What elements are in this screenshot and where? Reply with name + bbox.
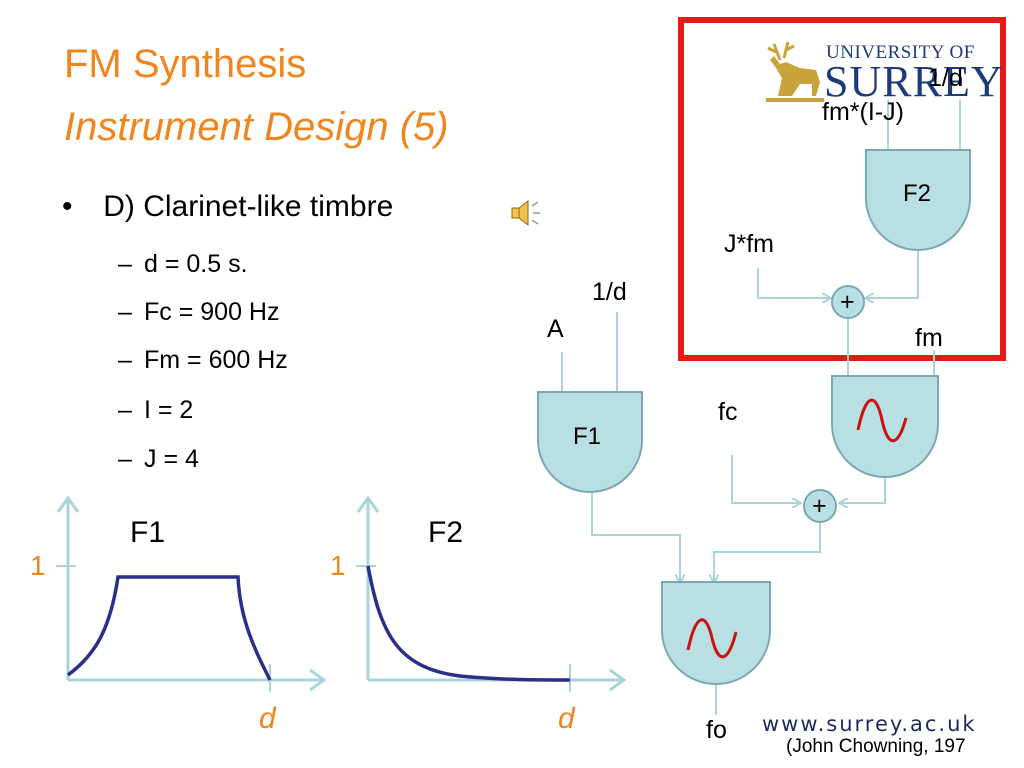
adder-circle	[831, 285, 865, 319]
f2-envelope-block	[865, 149, 971, 251]
f1-envelope-block	[537, 391, 643, 493]
f2-envelope-curve	[366, 565, 571, 682]
j-fm-label: J*fm	[724, 230, 774, 258]
graph-f1-y-tick: 1	[30, 550, 46, 581]
sub-item: –J = 4	[118, 445, 199, 473]
highlight-frame	[678, 17, 1006, 361]
fm-label: fm	[915, 324, 943, 352]
graph-f1	[56, 495, 327, 692]
sine-wave-icon	[686, 618, 738, 659]
a-label: A	[547, 315, 564, 343]
f1-label: F1	[573, 423, 602, 450]
graph-f1-x-label: d	[259, 702, 276, 735]
graph-f2	[356, 495, 627, 692]
f1-envelope-curve	[66, 575, 272, 681]
graph-f2-y-tick: 1	[330, 550, 346, 581]
graph-f2-title: F2	[428, 516, 464, 549]
footer-url[interactable]: www.surrey.ac.uk	[762, 712, 977, 736]
f2-amp-label: fm*(I-J)	[822, 98, 904, 126]
bullet-marker: •	[62, 190, 73, 223]
slide-subtitle: Instrument Design (5)	[64, 105, 449, 149]
adder-circle	[803, 489, 837, 523]
fo-label: fo	[706, 716, 727, 744]
f2-rate-label: 1/d	[928, 64, 963, 92]
graph-f1-title: F1	[130, 516, 166, 549]
sub-item: –I = 2	[118, 396, 194, 424]
sub-item: –d = 0.5 s.	[118, 250, 248, 278]
graph-f2-x-label: d	[558, 702, 575, 735]
bullet-text: D) Clarinet-like timbre	[103, 190, 394, 223]
logo-surrey: SURREY	[824, 57, 1004, 106]
sub-item: –Fc = 900 Hz	[118, 298, 280, 326]
stag-icon	[766, 41, 824, 102]
plus-sign: +	[840, 288, 855, 316]
sine-wave-icon	[856, 398, 908, 443]
carrier-oscillator	[661, 581, 771, 685]
f1-rate-label: 1/d	[592, 278, 627, 306]
bullet-main: • D) Clarinet-like timbre	[62, 190, 393, 224]
footer-credit: (John Chowning, 197	[786, 736, 966, 757]
logo-university-of: UNIVERSITY OF	[826, 42, 975, 63]
speaker-icon[interactable]	[511, 199, 540, 227]
plus-sign: +	[812, 492, 827, 520]
fc-label: fc	[718, 398, 738, 426]
sub-item: –Fm = 600 Hz	[118, 346, 288, 374]
slide-title: FM Synthesis	[64, 42, 307, 86]
f2-label: F2	[903, 180, 932, 207]
